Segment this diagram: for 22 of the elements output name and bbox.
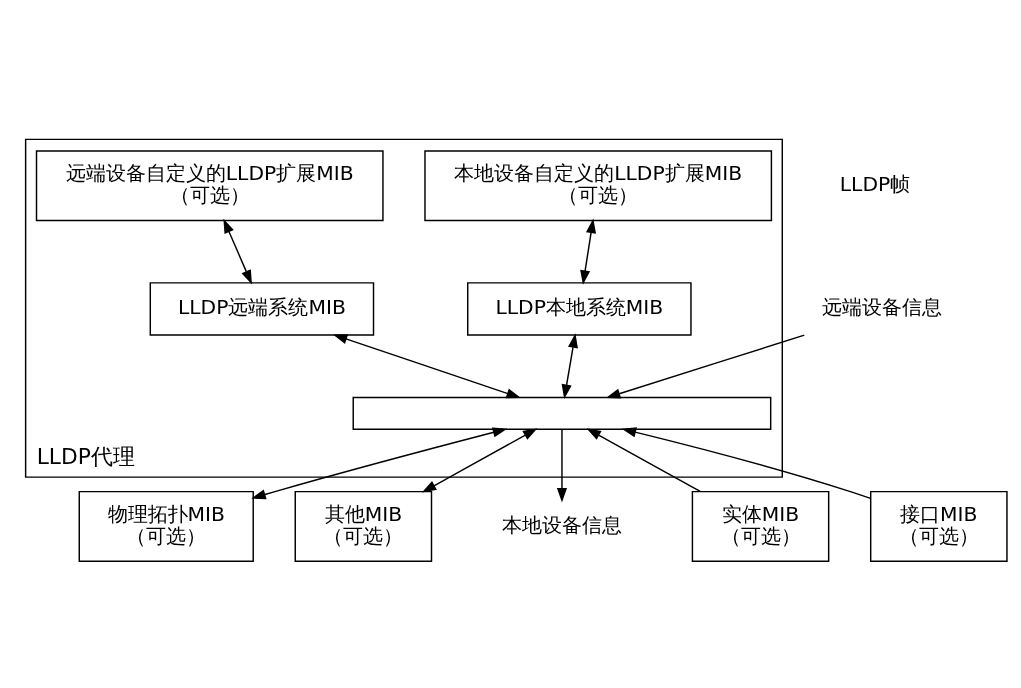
node-box: LLDP本地系统MIB <box>467 281 692 336</box>
node-box: LLDP远端系统MIB <box>149 281 375 336</box>
node-box: 物理拓扑MIB （可选） <box>78 490 254 562</box>
node-box: 远端设备自定义的LLDP扩展MIB （可选） <box>35 149 384 221</box>
arrow <box>621 426 872 499</box>
node-text: 本地设备信息 <box>501 512 622 537</box>
arrow <box>580 218 597 285</box>
arrow <box>421 427 538 493</box>
node-bar <box>352 396 772 430</box>
node-box: 实体MIB （可选） <box>691 490 830 562</box>
arrow <box>332 333 521 398</box>
label: LLDP帧 <box>839 171 911 196</box>
node-box: 接口MIB （可选） <box>869 490 1008 562</box>
arrow <box>605 333 806 398</box>
arrow <box>556 428 568 502</box>
node-box: 其他MIB （可选） <box>294 490 433 562</box>
arrow <box>251 427 508 499</box>
arrow <box>561 332 578 399</box>
arrow <box>586 427 701 492</box>
node-box: 本地设备自定义的LLDP扩展MIB （可选） <box>424 149 773 221</box>
node-text: 远端设备信息 <box>822 294 943 319</box>
arrow <box>223 218 252 285</box>
